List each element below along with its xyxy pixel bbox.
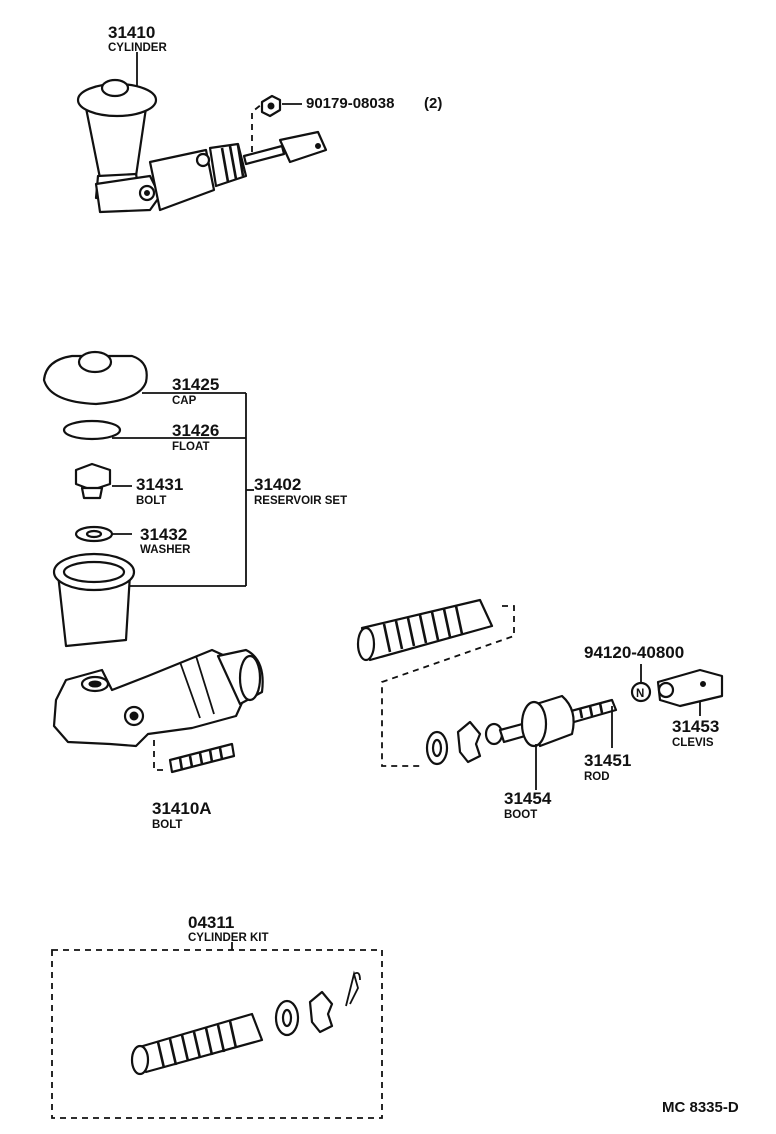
cylinder-part-number: 31410 [108,23,155,42]
cylinder-kit-box [51,949,383,1119]
nut-letter: N [636,688,644,700]
clevis-part-name: CLEVIS [672,737,714,749]
boot-drawing [520,694,575,748]
cylinder-kit-part-number: 04311 [188,913,234,932]
washer-drawing [74,525,114,543]
float-part-name: FLOAT [172,441,209,453]
cylinder-part-name: CYLINDER [108,42,167,54]
float-part-number: 31426 [172,421,219,440]
nut-94120-drawing: N [630,681,652,703]
reservoir-set-part-name: RESERVOIR SET [254,495,347,507]
kit-piston-drawing [130,1012,264,1076]
clevis-part-number: 31453 [672,717,719,736]
rod-part-number: 31451 [584,751,631,770]
bolt-31410a-part-name: BOLT [152,819,182,831]
rod-part-name: ROD [584,771,610,783]
washer-part-number: 31432 [140,525,187,544]
nut-94120-part-number: 94120-40800 [584,643,684,662]
bolt-31431-drawing [74,462,112,500]
cylinder-assembly-drawing [76,78,328,214]
bolt-31431-part-number: 31431 [136,475,183,494]
snap-ring-drawing [425,730,449,766]
reservoir-drawing [52,552,136,648]
seal-drawing [456,720,482,764]
bolt-31410a-part-number: 31410A [152,799,212,818]
cylinder-kit-part-name: CYLINDER KIT [188,932,269,944]
bolt-31431-part-name: BOLT [136,495,166,507]
cap-drawing [42,350,148,406]
reference-code: MC 8335-D [662,1099,739,1116]
washer-part-name: WASHER [140,544,191,556]
boot-part-number: 31454 [504,789,552,808]
kit-snap-ring-drawing [274,999,300,1037]
bolt-31410a-drawing [168,742,236,774]
float-drawing [62,419,122,441]
cap-part-name: CAP [172,395,197,407]
nut-quantity: (2) [424,95,442,112]
reservoir-set-part-number: 31402 [254,475,301,494]
clevis-drawing [656,668,724,708]
kit-clip-drawing [345,970,361,1007]
boot-part-name: BOOT [504,809,537,821]
kit-seal-drawing [308,990,334,1034]
cylinder-body-drawing [52,648,264,748]
nut-part-number: 90179-08038 [306,95,394,112]
piston-drawing [356,598,494,662]
cap-part-number: 31425 [172,375,219,394]
